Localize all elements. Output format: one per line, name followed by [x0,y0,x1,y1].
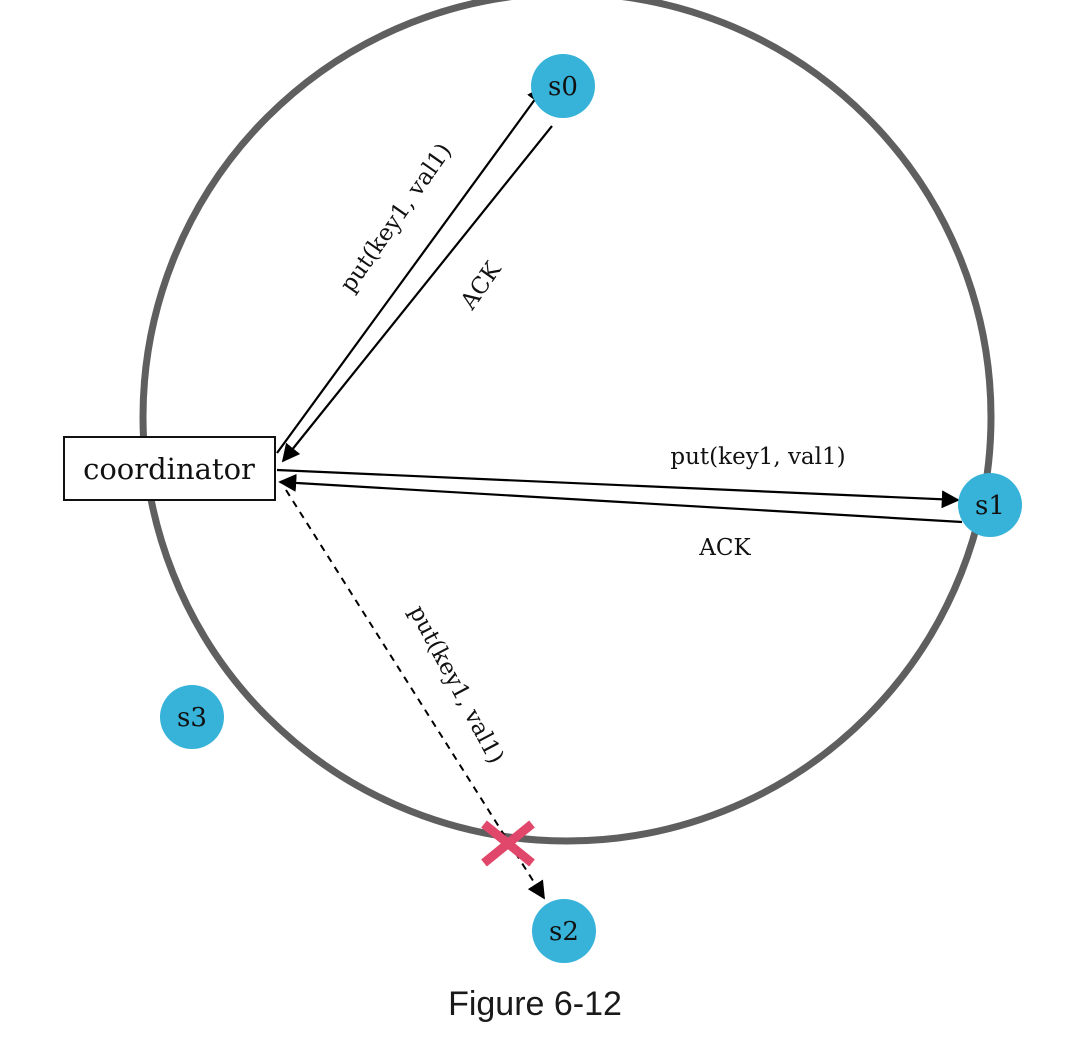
server-s2: s2 [532,899,596,963]
coordinator-label: coordinator [83,452,255,486]
server-s1: s1 [958,473,1022,537]
figure-caption: Figure 6-12 [448,985,622,1023]
server-s3: s3 [160,685,224,749]
put-s2-arrow [285,489,545,900]
server-s1-label: s1 [975,491,1005,521]
hash-ring [139,0,995,845]
server-s3-label: s3 [177,703,207,733]
server-s2-label: s2 [549,917,579,947]
put-s0-arrow [276,85,546,454]
server-s0: s0 [531,54,595,118]
server-s0-label: s0 [548,72,578,102]
coordinator-node: coordinator [63,436,276,501]
put-s1-arrow [276,468,960,509]
x-mark-icon [481,820,535,867]
put-s1-label: put(key1, val1) [670,444,845,470]
put-s0-label: put(key1, val1) [335,139,457,297]
ack-s0-arrow [281,125,553,463]
put-s2-label: put(key1, val1) [404,601,509,768]
ack-s1-label: ACK [698,535,751,561]
ack-s0-label: ACK [455,257,507,315]
ack-s1-arrow [278,473,963,524]
